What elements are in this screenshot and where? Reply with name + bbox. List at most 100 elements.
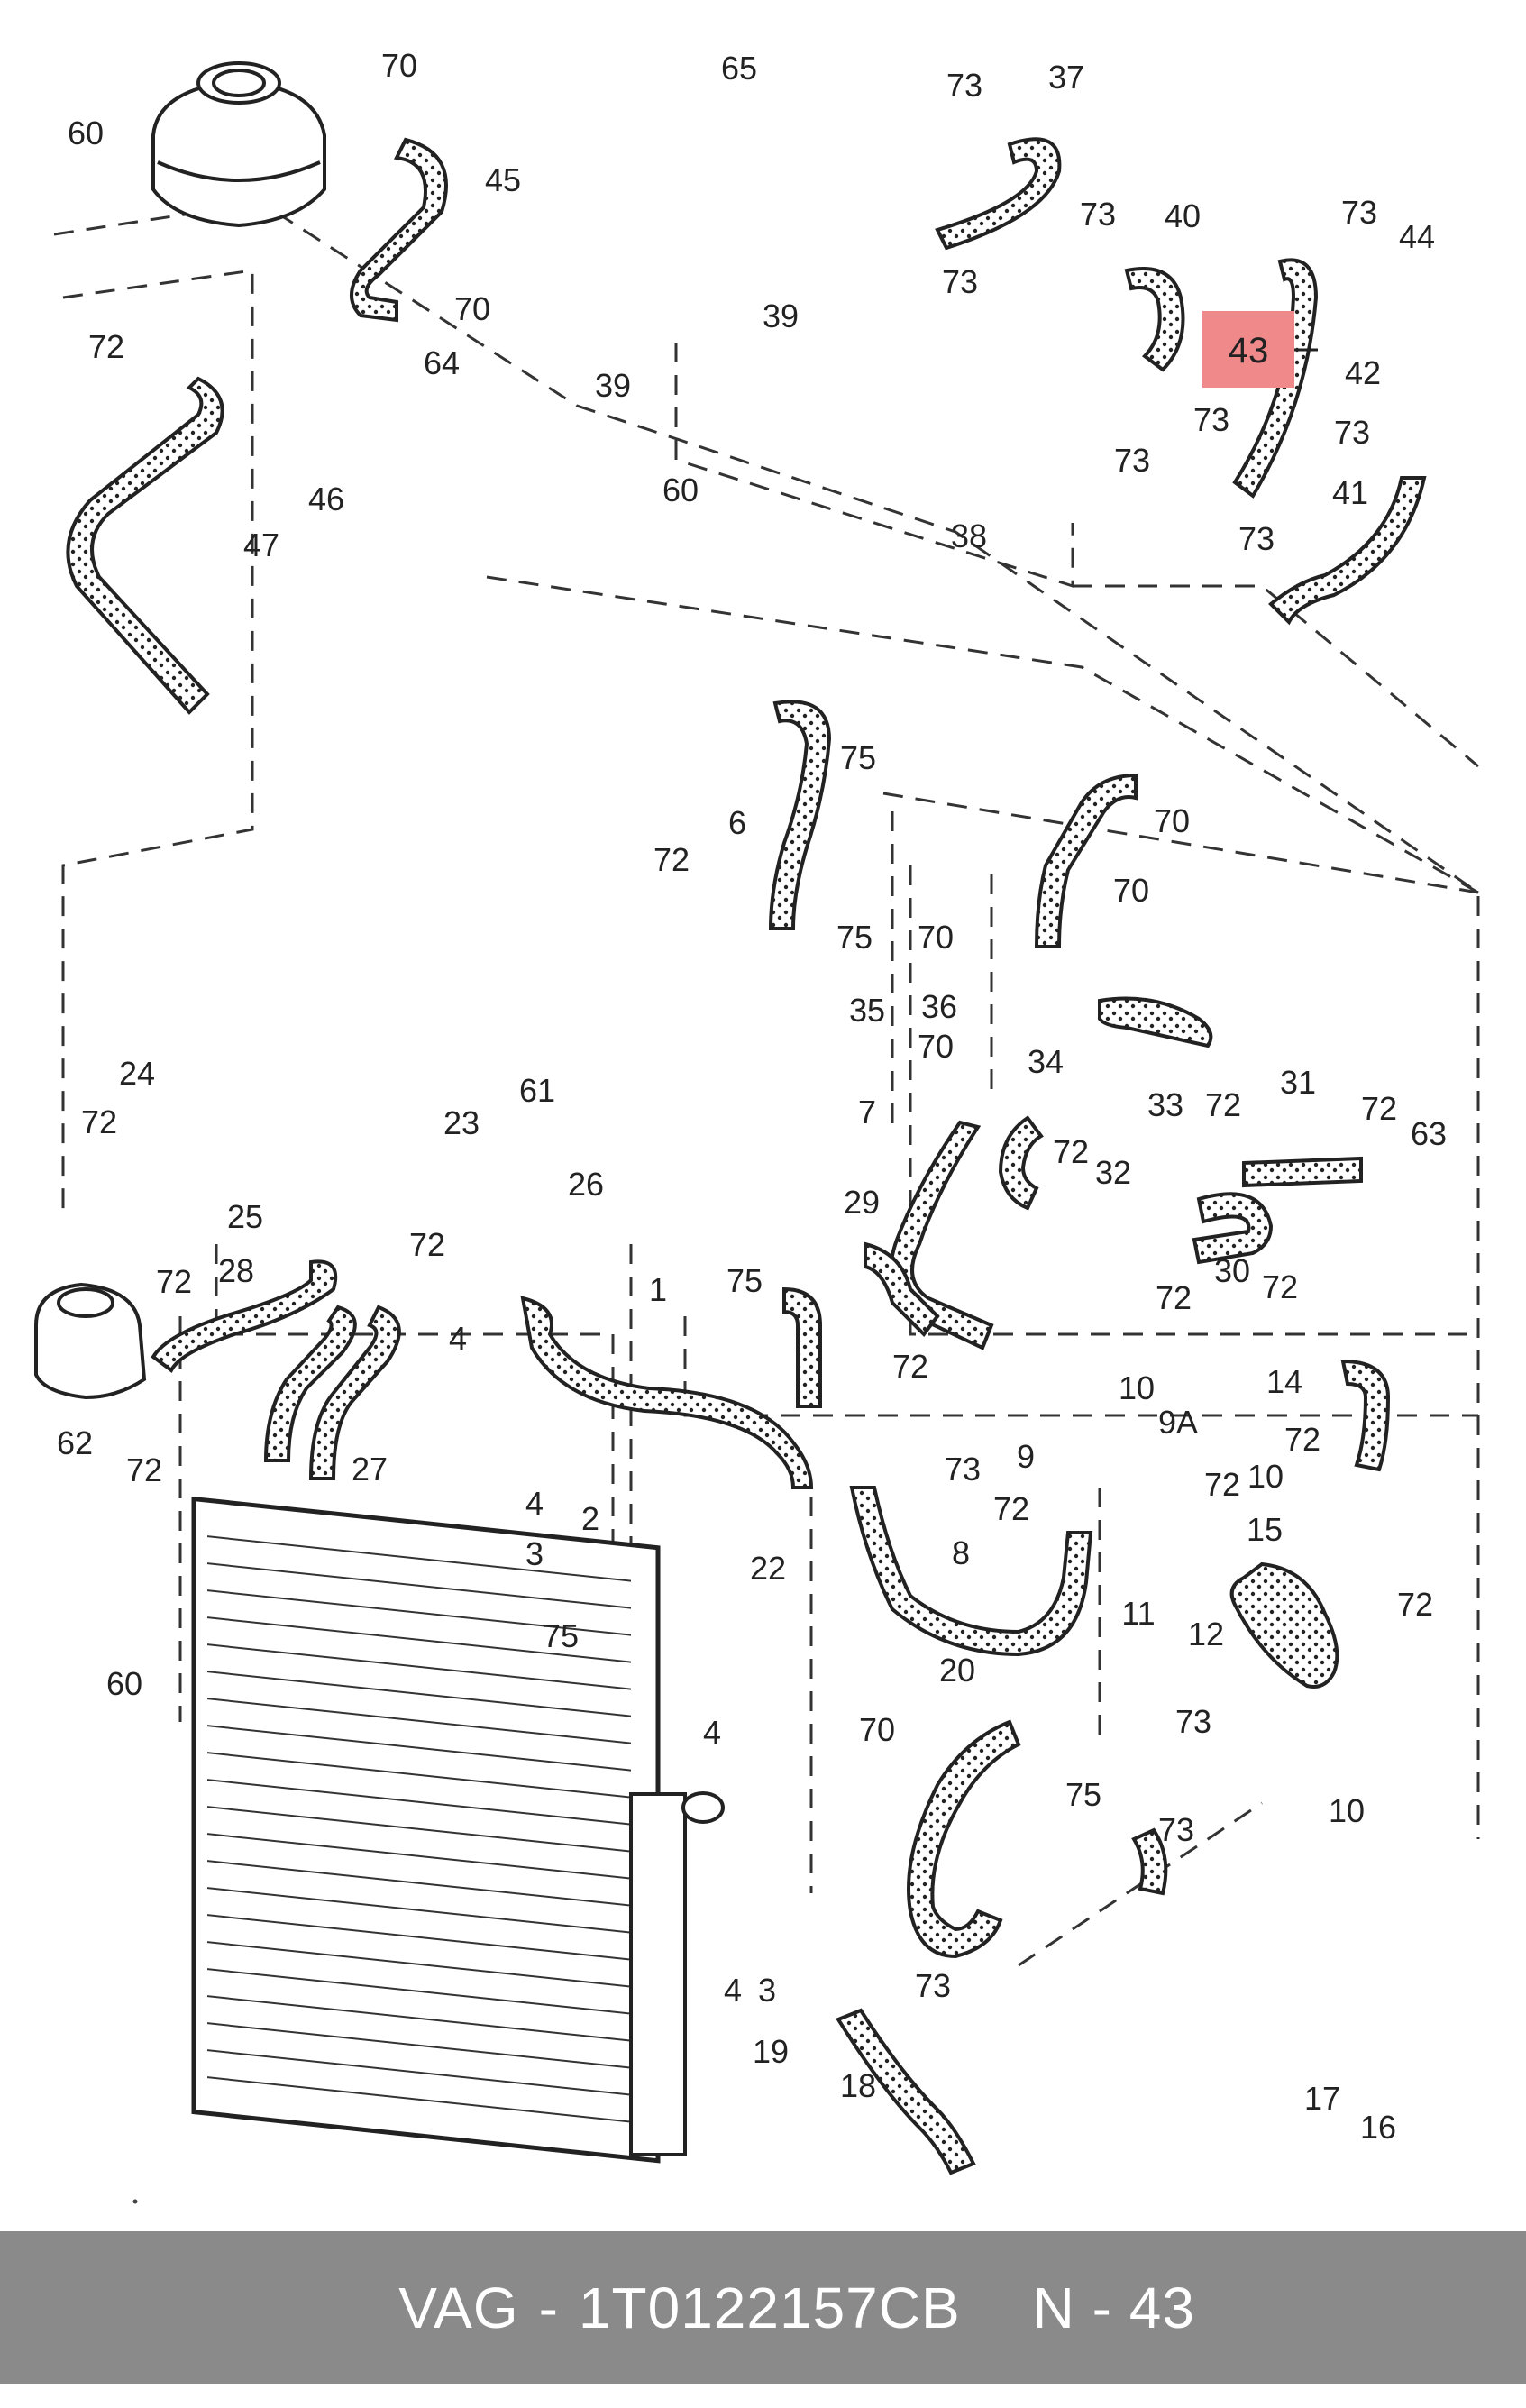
callout-label: 45 bbox=[485, 161, 521, 198]
separator-label: - bbox=[538, 2275, 559, 2340]
callout-label: 38 bbox=[951, 517, 987, 554]
callout-label: 24 bbox=[119, 1055, 155, 1092]
callout-label: 72 bbox=[88, 328, 124, 365]
callout-label: 39 bbox=[763, 298, 799, 334]
callout-label: 75 bbox=[840, 739, 876, 776]
callout-label: 22 bbox=[750, 1550, 786, 1587]
callout-label: 34 bbox=[1028, 1043, 1064, 1080]
callout-label: 3 bbox=[758, 1972, 776, 2009]
radiator bbox=[191, 1496, 725, 2164]
reservoir bbox=[34, 1282, 147, 1400]
callout-label: 28 bbox=[218, 1252, 254, 1289]
callout-label: 72 bbox=[653, 841, 690, 878]
callout-label: 60 bbox=[106, 1665, 142, 1702]
callout-label: 42 bbox=[1345, 354, 1381, 391]
callout-label: 60 bbox=[68, 114, 104, 151]
callout-label: 70 bbox=[381, 47, 417, 84]
callout-label: 73 bbox=[946, 67, 982, 104]
callout-label: 70 bbox=[918, 919, 954, 956]
highlight-box bbox=[1202, 311, 1294, 388]
callout-label: 9 bbox=[1017, 1438, 1035, 1475]
callout-label: 17 bbox=[1304, 2080, 1340, 2117]
callout-label: 70 bbox=[454, 290, 490, 327]
callout-label: 72 bbox=[81, 1103, 117, 1140]
callout-label: 72 bbox=[1156, 1279, 1192, 1316]
callout-label: 8 bbox=[952, 1534, 970, 1571]
callout-label: 11 bbox=[1121, 1595, 1155, 1632]
callout-label: 36 bbox=[921, 988, 957, 1025]
callout-label: 37 bbox=[1048, 59, 1084, 96]
callout-label: 29 bbox=[844, 1184, 880, 1221]
footer-text: VAG-1T0122157CB N - 43 bbox=[331, 2208, 1195, 2408]
callout-label: 3 bbox=[525, 1535, 544, 1572]
footer-bar: VAG-1T0122157CB N - 43 bbox=[0, 2231, 1526, 2384]
coolant-system-exploded-view: 43 6070457065733773407344733939726442737… bbox=[34, 47, 1480, 2204]
callout-label: 72 bbox=[1284, 1421, 1320, 1458]
callout-label: 26 bbox=[568, 1166, 604, 1203]
callout-label: 39 bbox=[595, 367, 631, 404]
callout-label: 4 bbox=[449, 1320, 467, 1357]
callout-label: 72 bbox=[892, 1348, 928, 1385]
callout-label: 73 bbox=[1193, 401, 1229, 438]
callout-label: 41 bbox=[1332, 474, 1368, 511]
callout-label: 15 bbox=[1247, 1511, 1283, 1548]
callout-label: 65 bbox=[721, 50, 757, 87]
callout-label: 75 bbox=[836, 919, 873, 956]
callout-label: 33 bbox=[1147, 1086, 1183, 1123]
callout-label: 72 bbox=[1361, 1090, 1397, 1127]
callout-label: 73 bbox=[1114, 442, 1150, 479]
callout-label: 73 bbox=[1158, 1811, 1194, 1848]
callout-label: 9A bbox=[1158, 1404, 1198, 1441]
callout-label: 72 bbox=[1204, 1466, 1240, 1503]
callout-label: 72 bbox=[156, 1263, 192, 1300]
callout-label: 63 bbox=[1411, 1115, 1447, 1152]
callout-label: 60 bbox=[662, 472, 699, 508]
scan-artifact-dot bbox=[132, 2199, 138, 2204]
callout-label: 1 bbox=[649, 1271, 667, 1308]
callout-label: 73 bbox=[942, 263, 978, 300]
callout-label: 18 bbox=[840, 2067, 876, 2104]
part-number: 1T0122157CB bbox=[578, 2275, 961, 2340]
callout-label: 73 bbox=[945, 1451, 981, 1488]
callout-label: 64 bbox=[424, 344, 460, 381]
callout-label: 4 bbox=[703, 1714, 721, 1751]
callout-label: 16 bbox=[1360, 2109, 1396, 2146]
callout-label: 73 bbox=[1175, 1703, 1211, 1740]
callout-label: 10 bbox=[1247, 1458, 1284, 1495]
hoses bbox=[66, 137, 1427, 2175]
callout-label: 72 bbox=[1397, 1586, 1433, 1623]
callout-label: 47 bbox=[243, 526, 279, 563]
callout-label: 30 bbox=[1214, 1252, 1250, 1289]
callout-label: 70 bbox=[859, 1711, 895, 1748]
callout-label: 20 bbox=[939, 1652, 975, 1689]
callout-label: 4 bbox=[525, 1485, 544, 1522]
callout-label: 2 bbox=[581, 1500, 599, 1537]
expansion-tank bbox=[151, 61, 326, 228]
callout-label: 6 bbox=[728, 804, 746, 841]
callout-label: 10 bbox=[1119, 1369, 1155, 1406]
callout-label: 62 bbox=[57, 1424, 93, 1461]
callout-label: 75 bbox=[543, 1617, 579, 1654]
position-label: N - 43 bbox=[1032, 2275, 1195, 2340]
brand-label: VAG bbox=[398, 2275, 519, 2340]
callout-label: 70 bbox=[1154, 802, 1190, 839]
callout-label: 73 bbox=[1334, 414, 1370, 451]
callout-label: 14 bbox=[1266, 1363, 1302, 1400]
callout-label: 73 bbox=[1341, 194, 1377, 231]
callout-label: 72 bbox=[993, 1490, 1029, 1527]
callout-label: 73 bbox=[1080, 196, 1116, 233]
callout-label: 46 bbox=[308, 481, 344, 517]
callout-label: 72 bbox=[1053, 1133, 1089, 1170]
callout-label: 23 bbox=[443, 1104, 480, 1141]
highlight-label: 43 bbox=[1229, 331, 1269, 371]
callout-label: 75 bbox=[1065, 1776, 1101, 1813]
callout-label: 27 bbox=[352, 1451, 388, 1488]
callout-label: 25 bbox=[227, 1198, 263, 1235]
callout-label: 72 bbox=[1205, 1086, 1241, 1123]
callout-label: 31 bbox=[1280, 1064, 1316, 1101]
callout-label: 32 bbox=[1095, 1154, 1131, 1191]
callout-label: 73 bbox=[915, 1967, 951, 2004]
callout-label: 72 bbox=[126, 1451, 162, 1488]
callout-label: 72 bbox=[1262, 1268, 1298, 1305]
